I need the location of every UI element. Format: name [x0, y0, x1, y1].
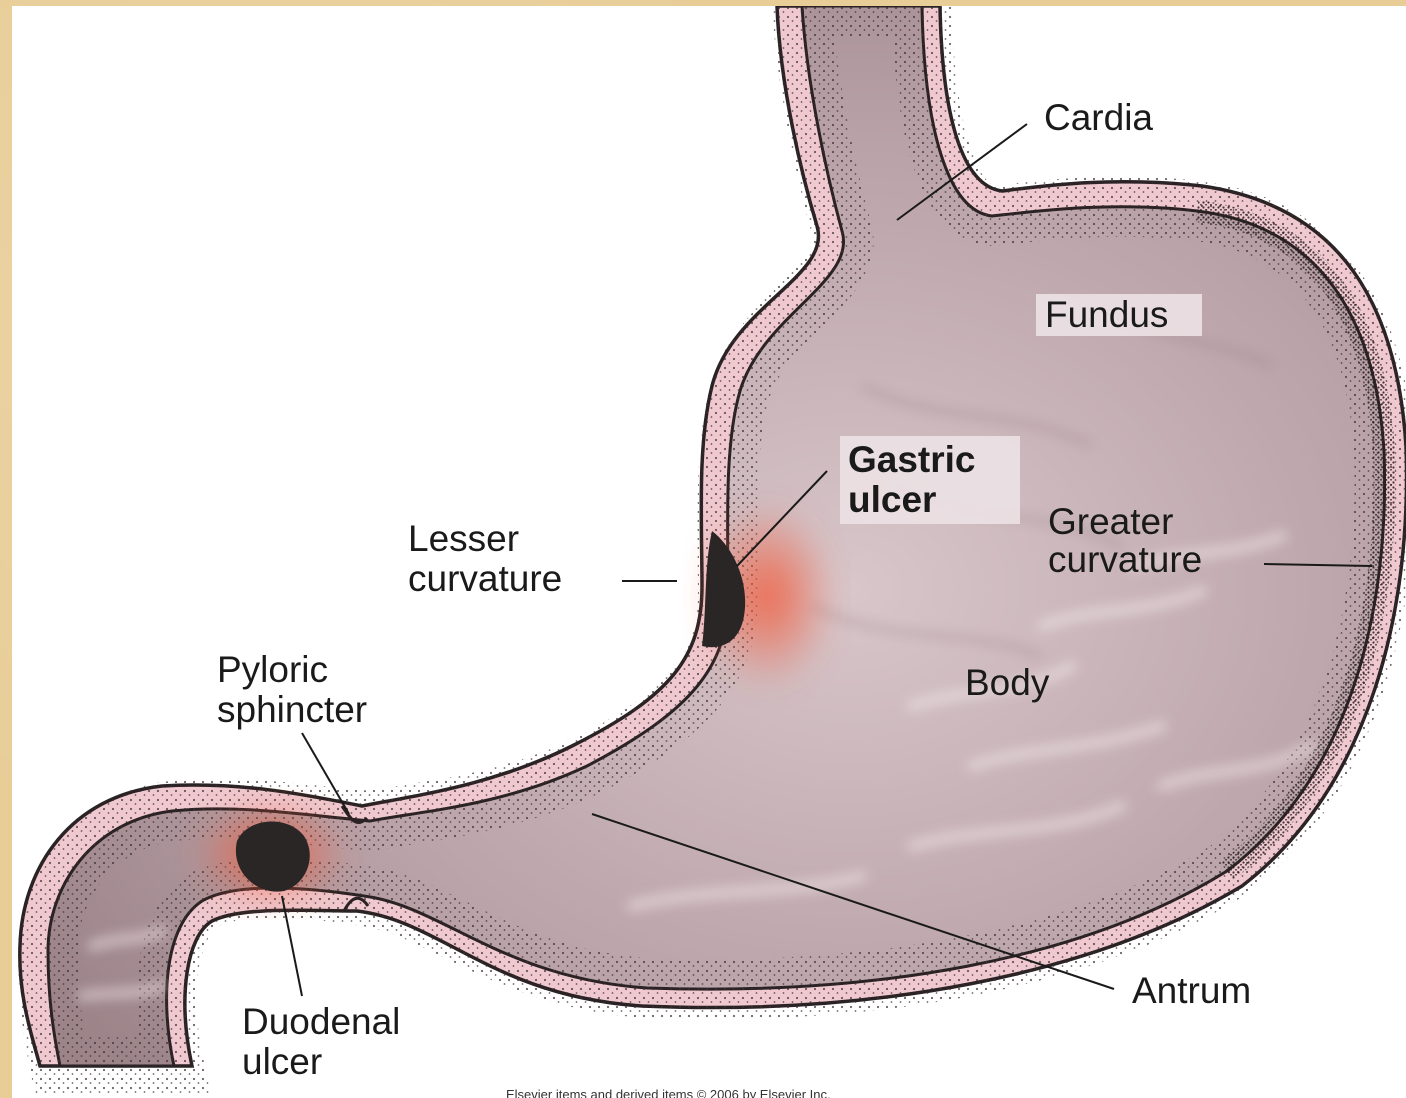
cardia-label: Cardia	[1044, 98, 1153, 138]
copyright-credit: Elsevier items and derived items © 2006 …	[506, 1087, 831, 1098]
lesser-curvature-label-line2: curvature	[408, 559, 562, 599]
greater-curvature-label-line2: curvature	[1048, 540, 1202, 580]
gastric-ulcer-label-line2: ulcer	[848, 480, 936, 520]
body-label: Body	[965, 663, 1049, 703]
pyloric-sphincter-label-line2: sphincter	[217, 690, 367, 730]
diagram-canvas: Cardia Fundus Gastric ulcer Greater curv…	[12, 6, 1406, 1098]
pyloric-sphincter-label-line1: Pyloric	[217, 650, 328, 690]
gastric-ulcer-label-line1: Gastric	[848, 440, 976, 480]
antrum-label: Antrum	[1132, 971, 1251, 1011]
fundus-label: Fundus	[1045, 295, 1168, 335]
greater-curvature-label-line1: Greater	[1048, 502, 1173, 542]
duodenal-ulcer-label-line2: ulcer	[242, 1042, 322, 1082]
lesser-curvature-label-line1: Lesser	[408, 519, 519, 559]
duodenal-ulcer-label-line1: Duodenal	[242, 1002, 400, 1042]
